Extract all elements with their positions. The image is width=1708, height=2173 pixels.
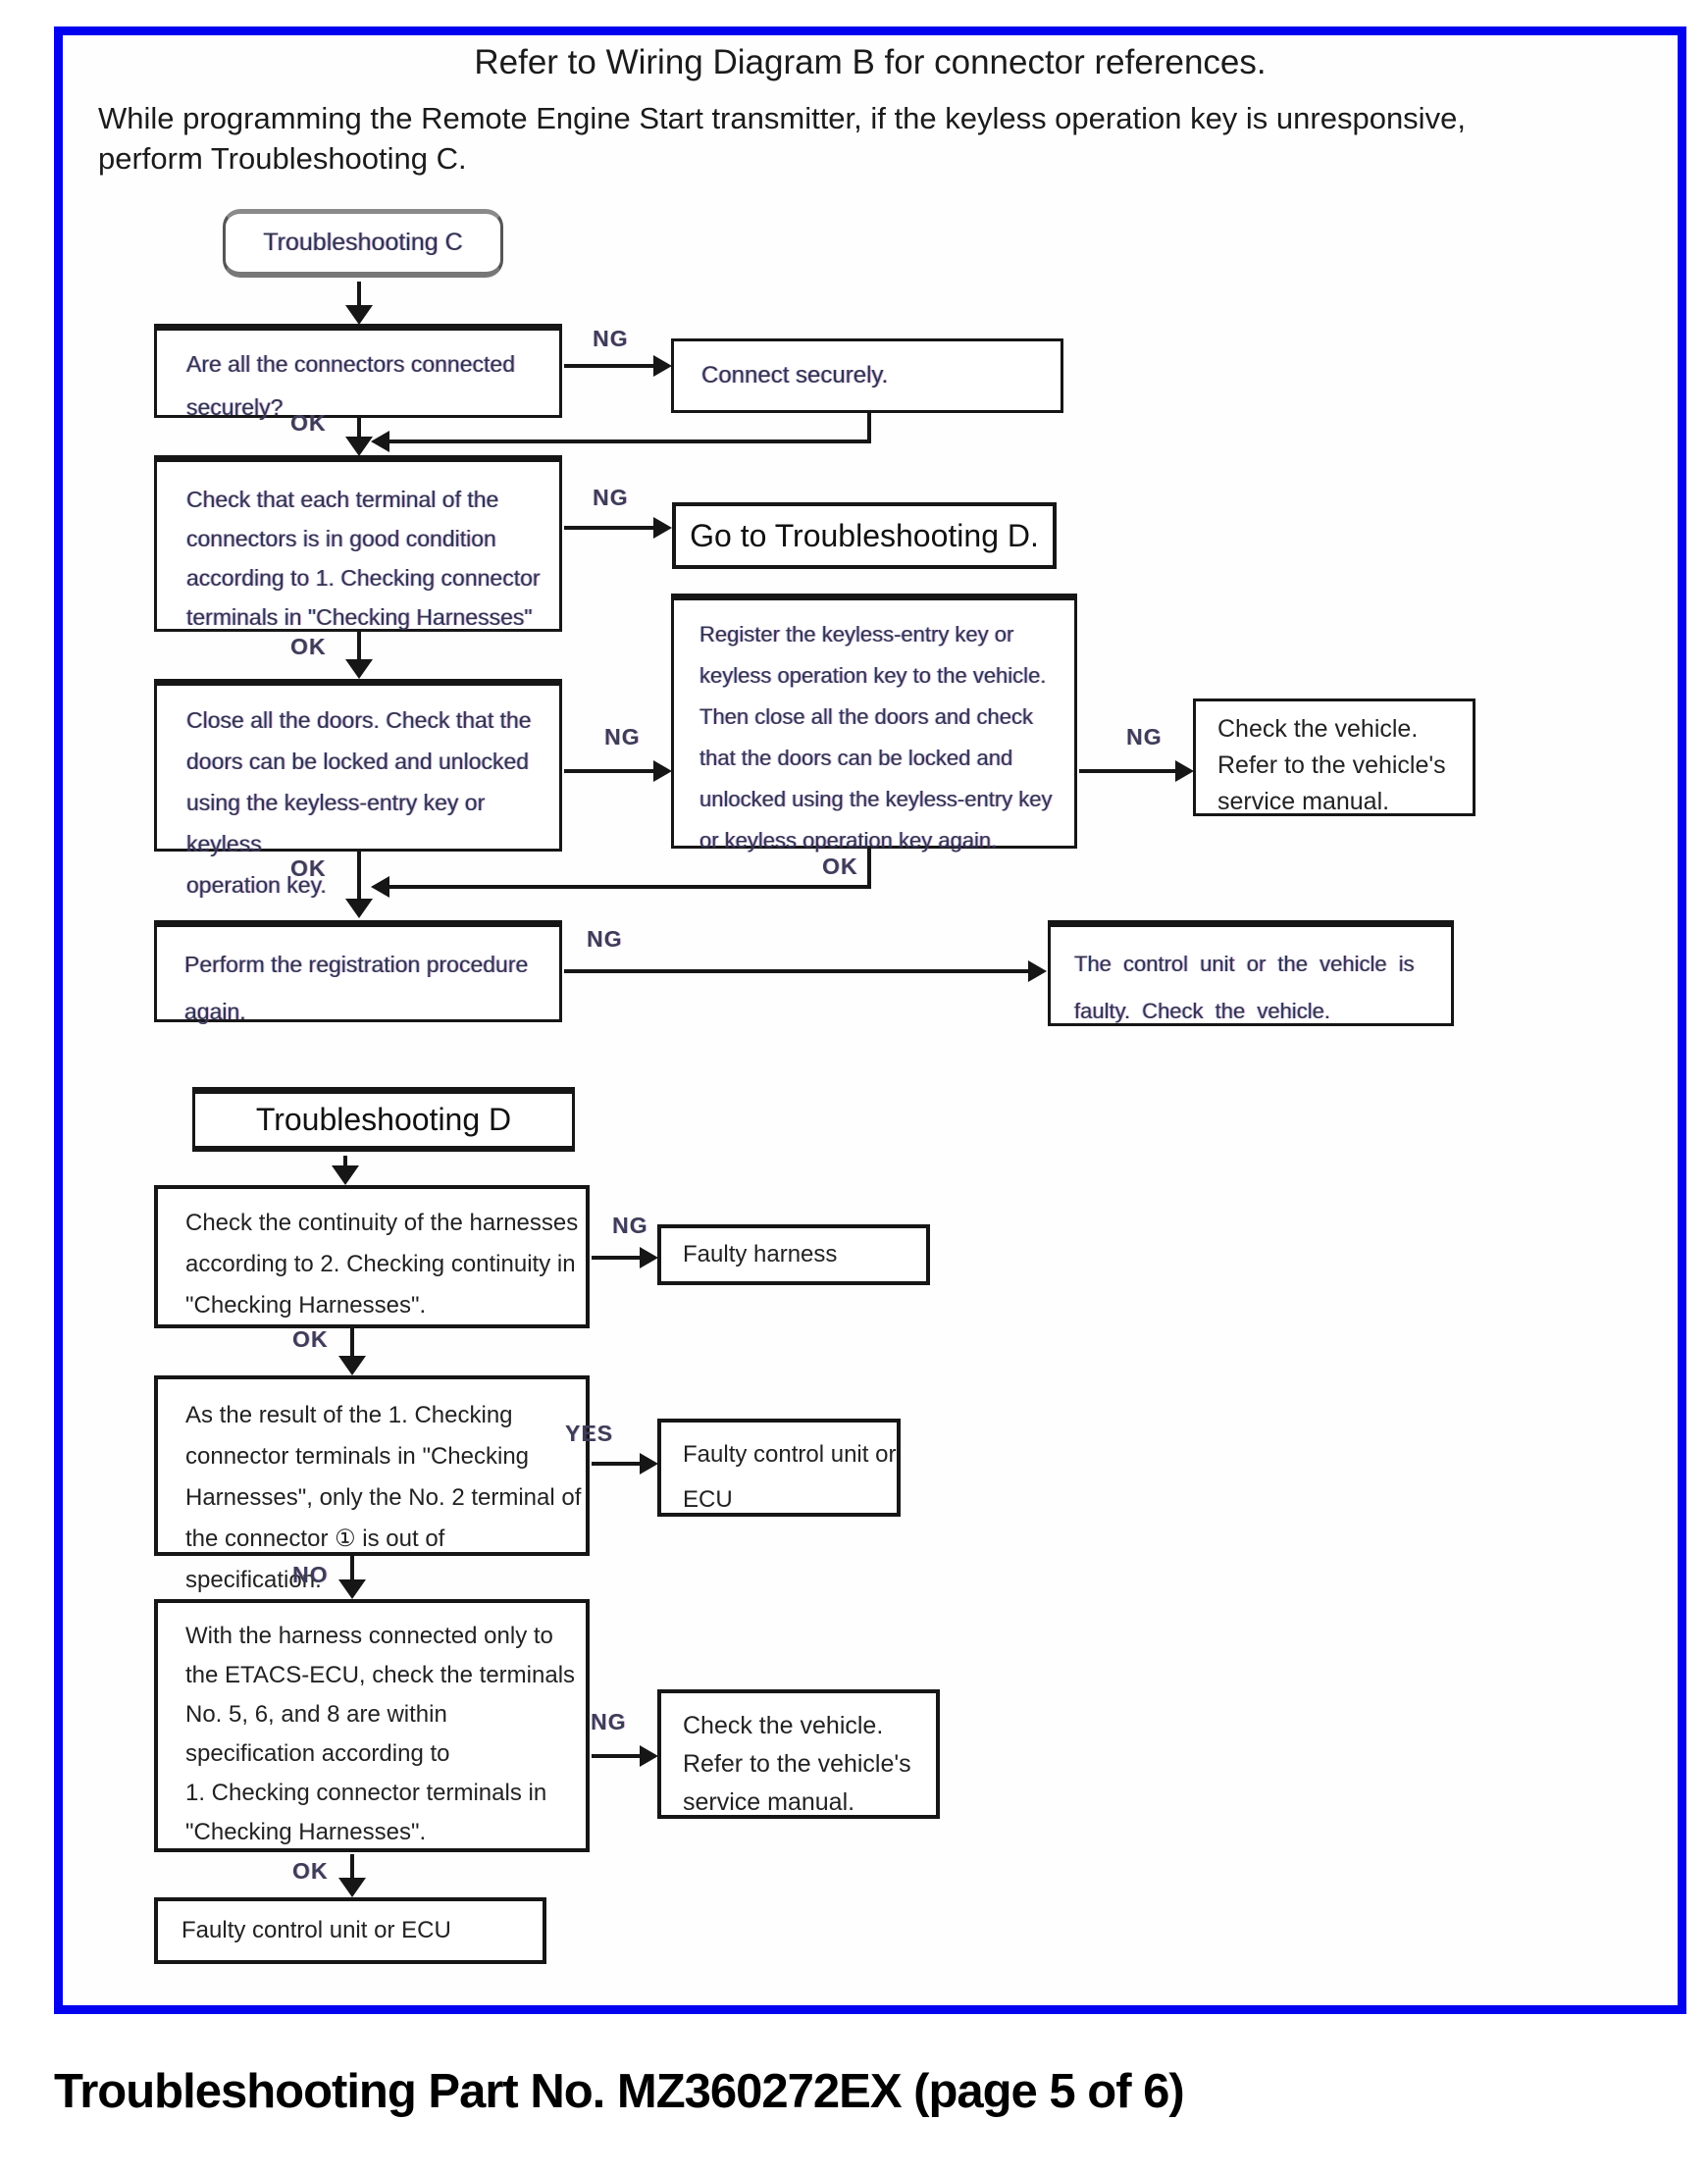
node-check-vehicle-service-manual-2: Check the vehicle. Refer to the vehicle'…: [657, 1689, 940, 1819]
arrow-right-icon: [640, 1745, 658, 1767]
node-q-no2-terminal: As the result of the 1. Checking connect…: [154, 1375, 590, 1593]
arrow-down-icon: [345, 659, 373, 679]
flow-line: [388, 440, 871, 443]
flow-line: [592, 1256, 643, 1260]
footer-caption: Troubleshooting Part No. MZ360272EX (pag…: [54, 2065, 1185, 2118]
edge-label-no: NO: [292, 1562, 329, 1587]
node-faulty-harness: Faulty harness: [657, 1224, 930, 1285]
edge-label-ng: NG: [612, 1213, 648, 1238]
node-register-key: Register the keyless-entry key or keyles…: [671, 594, 1077, 853]
edge-label-ng: NG: [593, 326, 629, 351]
node-check-vehicle-service-manual: Check the vehicle. Refer to the vehicle'…: [1193, 698, 1475, 816]
node-q-terminal-condition: Check that each terminal of the connecto…: [154, 455, 562, 632]
arrow-right-icon: [653, 517, 672, 539]
edge-label-ok: OK: [290, 410, 327, 436]
flow-line: [350, 1854, 354, 1878]
arrow-down-icon: [338, 1878, 366, 1897]
node-perform-registration: Perform the registration procedure again…: [154, 920, 562, 1024]
arrow-down-icon: [345, 899, 373, 918]
flow-line: [1079, 769, 1177, 773]
flow-line: [564, 769, 657, 773]
edge-label-ng: NG: [604, 724, 641, 750]
arrow-right-icon: [653, 355, 672, 377]
node-faulty-control-unit: Faulty control unit or ECU: [657, 1419, 901, 1517]
node-start-troubleshooting-d: Troubleshooting D: [192, 1087, 575, 1152]
node-control-unit-faulty: The control unit or the vehicle is fault…: [1048, 920, 1454, 1026]
edge-label-ng: NG: [587, 926, 623, 952]
intro-text: While programming the Remote Engine Star…: [98, 101, 1466, 176]
flow-line: [357, 418, 361, 440]
node-connect-securely: Connect securely.: [671, 338, 1063, 413]
node-start-troubleshooting-c: Troubleshooting C: [223, 209, 503, 278]
node-q-doors-lock: Close all the doors. Check that the door…: [154, 679, 562, 898]
flow-line: [592, 1754, 643, 1758]
flow-line: [564, 526, 657, 530]
edge-label-yes: YES: [565, 1421, 614, 1446]
flow-line: [343, 1156, 347, 1167]
flow-line: [350, 1556, 354, 1579]
flow-line: [388, 885, 871, 889]
edge-label-ok: OK: [290, 855, 327, 881]
edge-label-ok: OK: [292, 1858, 329, 1884]
node-q-terminals-5-6-8: With the harness connected only to the E…: [154, 1599, 590, 1852]
flow-line: [564, 364, 657, 368]
edge-label-ng: NG: [593, 485, 629, 510]
node-faulty-control-unit-final: Faulty control unit or ECU: [154, 1897, 546, 1964]
edge-label-ng: NG: [1126, 724, 1163, 750]
arrow-right-icon: [640, 1453, 658, 1475]
edge-label-ok: OK: [292, 1326, 329, 1352]
arrow-down-icon: [338, 1579, 366, 1599]
flow-line: [867, 849, 871, 888]
edge-label-ok: OK: [290, 634, 327, 659]
node-q-connectors-connected: Are all the connectors connected securel…: [154, 324, 562, 420]
edge-label-ng: NG: [591, 1709, 627, 1734]
arrow-down-icon: [345, 305, 373, 325]
flow-line: [350, 1328, 354, 1356]
arrow-down-icon: [345, 437, 373, 456]
flow-line: [564, 969, 1030, 973]
arrow-right-icon: [1028, 960, 1047, 982]
arrow-right-icon: [653, 760, 672, 782]
arrow-left-icon: [371, 431, 389, 452]
arrow-down-icon: [338, 1356, 366, 1375]
edge-label-ok: OK: [822, 854, 858, 879]
arrow-down-icon: [332, 1165, 359, 1185]
arrow-right-icon: [640, 1247, 658, 1268]
flow-line: [357, 632, 361, 659]
node-q-harness-continuity: Check the continuity of the harnesses ac…: [154, 1185, 590, 1328]
node-go-to-troubleshooting-d: Go to Troubleshooting D.: [672, 502, 1057, 569]
flow-line: [592, 1462, 643, 1466]
flow-line: [867, 413, 871, 442]
page-title: Refer to Wiring Diagram B for connector …: [474, 43, 1267, 81]
arrow-right-icon: [1175, 760, 1194, 782]
flow-line: [357, 852, 361, 901]
arrow-left-icon: [371, 876, 389, 898]
flow-line: [357, 282, 361, 307]
